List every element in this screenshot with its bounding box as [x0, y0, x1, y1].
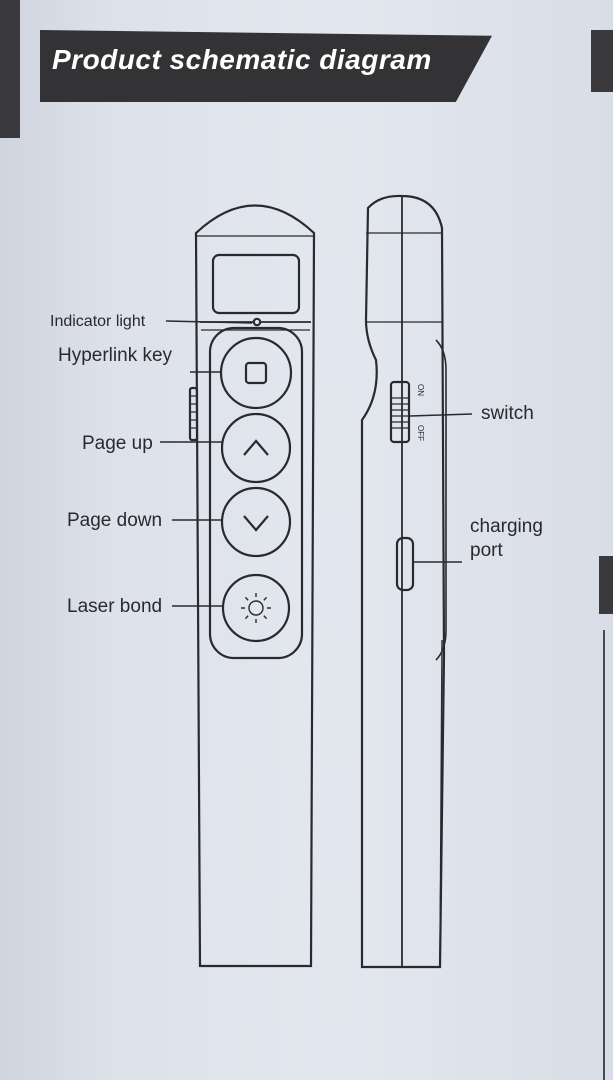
label-laser-bond: Laser bond: [67, 596, 162, 617]
label-page-up: Page up: [82, 433, 153, 454]
page-down-button: [220, 486, 292, 558]
laser-button: [221, 573, 291, 643]
power-switch: [389, 380, 411, 444]
lanyard-grip: [188, 386, 199, 442]
label-switch: switch: [481, 403, 534, 424]
hyperlink-key-button: [219, 336, 293, 410]
indicator-light-dot: [252, 317, 262, 327]
side-view-remote: [360, 194, 447, 969]
front-view-remote: [188, 204, 316, 968]
page-title: Product schematic diagram: [52, 44, 432, 75]
label-charging-port-line2: port: [470, 540, 503, 561]
page-up-button: [220, 412, 292, 484]
chevron-down-icon: [243, 515, 269, 532]
sun-icon: [241, 593, 271, 623]
label-hyperlink-key: Hyperlink key: [58, 345, 173, 366]
usb-charging-port: [395, 536, 415, 592]
laser-window: [211, 253, 301, 315]
square-icon: [244, 361, 268, 385]
callout-lines: [160, 320, 473, 607]
label-page-down: Page down: [67, 510, 162, 531]
label-indicator-light: Indicator light: [50, 313, 146, 330]
left-edge-strip: [0, 0, 20, 138]
label-switch-off: OFF: [416, 425, 425, 441]
right-edge-bar-middle: [599, 556, 613, 614]
title-banner: [40, 30, 492, 102]
button-panel: [208, 326, 304, 660]
label-switch-on: ON: [416, 384, 425, 396]
chevron-up-icon: [243, 439, 269, 456]
right-edge-table-border: [603, 630, 613, 1080]
right-edge-bar-top: [591, 30, 613, 92]
label-charging-port-line1: charging: [470, 516, 543, 537]
